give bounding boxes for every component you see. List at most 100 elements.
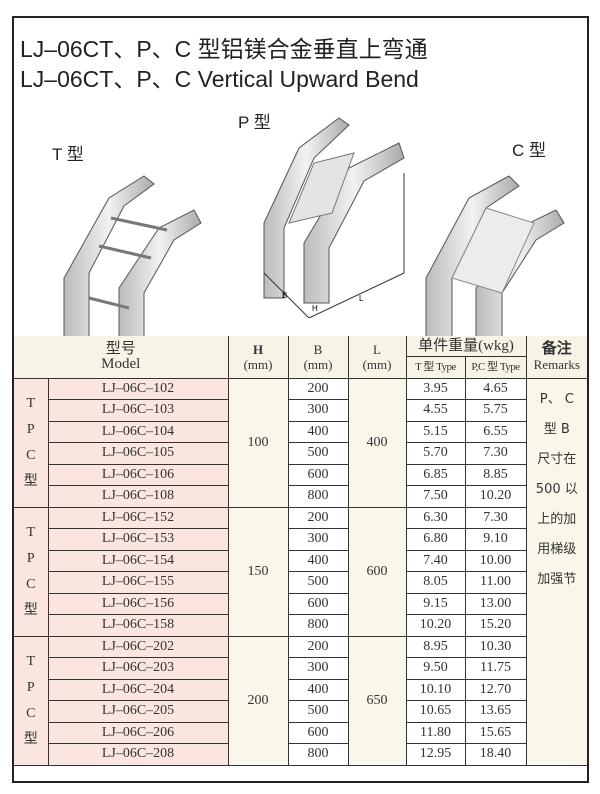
t-weight-cell: 10.65 xyxy=(405,700,466,723)
type-letter: T xyxy=(26,653,36,669)
header-h: H(mm) xyxy=(227,336,289,379)
remark-line: 加强节 xyxy=(537,571,577,587)
remark-line: 500 以 xyxy=(535,481,578,497)
pc-weight-cell: 15.65 xyxy=(464,721,527,744)
h-cell: 150 xyxy=(227,506,289,637)
type-letter: P xyxy=(26,421,35,437)
b-cell: 300 xyxy=(287,657,349,680)
t-weight-cell: 5.70 xyxy=(405,442,466,465)
header-weight: 单件重量(wkg) xyxy=(405,336,527,357)
remark-line: 上的加 xyxy=(537,511,577,527)
b-cell: 800 xyxy=(287,614,349,637)
pc-weight-cell: 11.75 xyxy=(464,657,527,680)
model-cell: LJ–06C–154 xyxy=(48,549,229,572)
type-letter: C xyxy=(26,705,36,721)
b-cell: 200 xyxy=(287,635,349,658)
b-cell: 200 xyxy=(287,506,349,529)
model-cell: LJ–06C–155 xyxy=(48,571,229,594)
pc-weight-cell: 12.70 xyxy=(464,678,527,701)
p-type-bend-illustration: B H L xyxy=(263,117,405,318)
t-weight-cell: 6.80 xyxy=(405,528,466,551)
header-l: L(mm) xyxy=(347,336,407,379)
header-t-type: T 型 Type xyxy=(406,356,466,379)
b-cell: 400 xyxy=(287,420,349,443)
type-letter: 型 xyxy=(23,473,38,489)
b-cell: 800 xyxy=(287,485,349,508)
pc-weight-cell: 11.00 xyxy=(464,571,527,594)
t-weight-cell: 5.15 xyxy=(405,420,466,443)
model-cell: LJ–06C–152 xyxy=(47,506,229,529)
b-cell: 800 xyxy=(287,743,349,766)
header-pc-type: P,C 型 Type xyxy=(464,356,527,379)
h-cell: 200 xyxy=(227,635,289,766)
model-cell: LJ–06C–108 xyxy=(48,485,229,508)
b-cell: 300 xyxy=(287,399,349,422)
pc-weight-cell: 7.30 xyxy=(464,442,527,465)
type-letter: P xyxy=(26,679,35,695)
type-letter: T xyxy=(26,524,36,540)
b-cell: 500 xyxy=(287,442,349,465)
b-cell: 300 xyxy=(287,528,349,551)
l-cell: 650 xyxy=(347,635,407,766)
b-cell: 200 xyxy=(287,377,349,400)
t-weight-cell: 9.15 xyxy=(405,592,466,615)
type-letter: P xyxy=(26,550,35,566)
t-weight-cell: 7.50 xyxy=(405,485,466,508)
type-letter: C xyxy=(26,576,36,592)
dim-h-label: H xyxy=(312,304,318,313)
l-cell: 400 xyxy=(347,377,407,508)
model-cell: LJ–06C–102 xyxy=(47,377,229,400)
type-letter: T xyxy=(26,395,36,411)
b-cell: 600 xyxy=(287,592,349,615)
pc-weight-cell: 6.55 xyxy=(464,420,527,443)
c-type-bend-illustration xyxy=(425,175,565,338)
b-cell: 500 xyxy=(287,571,349,594)
t-weight-cell: 3.95 xyxy=(405,377,466,400)
model-cell: LJ–06C–106 xyxy=(48,463,229,486)
pc-weight-cell: 10.30 xyxy=(464,635,527,658)
b-cell: 600 xyxy=(287,721,349,744)
pc-weight-cell: 10.00 xyxy=(464,549,527,572)
t-weight-cell: 10.10 xyxy=(405,678,466,701)
t-weight-cell: 11.80 xyxy=(405,721,466,744)
type-letter: 型 xyxy=(23,731,38,747)
t-weight-cell: 6.85 xyxy=(405,463,466,486)
l-cell: 600 xyxy=(347,506,407,637)
remark-line: 用梯级 xyxy=(537,541,577,557)
model-cell: LJ–06C–158 xyxy=(48,614,229,637)
b-cell: 500 xyxy=(287,700,349,723)
t-weight-cell: 9.50 xyxy=(405,657,466,680)
type-letter: C xyxy=(26,447,36,463)
pc-weight-cell: 9.10 xyxy=(464,528,527,551)
pc-weight-cell: 4.65 xyxy=(464,377,527,400)
t-weight-cell: 10.20 xyxy=(405,614,466,637)
pc-weight-cell: 8.85 xyxy=(464,463,527,486)
title-chinese: LJ–06CT、P、C 型铝镁合金垂直上弯通 xyxy=(20,36,428,62)
b-cell: 400 xyxy=(287,549,349,572)
header-b: B(mm) xyxy=(287,336,349,379)
t-weight-cell: 8.95 xyxy=(405,635,466,658)
t-weight-cell: 6.30 xyxy=(405,506,466,529)
model-cell: LJ–06C–205 xyxy=(48,700,229,723)
pc-weight-cell: 15.20 xyxy=(464,614,527,637)
dim-b-label: B xyxy=(282,291,287,300)
label-p-type: P 型 xyxy=(238,113,271,132)
model-cell: LJ–06C–204 xyxy=(48,678,229,701)
t-weight-cell: 4.55 xyxy=(405,399,466,422)
pc-weight-cell: 5.75 xyxy=(464,399,527,422)
pc-weight-cell: 13.00 xyxy=(464,592,527,615)
